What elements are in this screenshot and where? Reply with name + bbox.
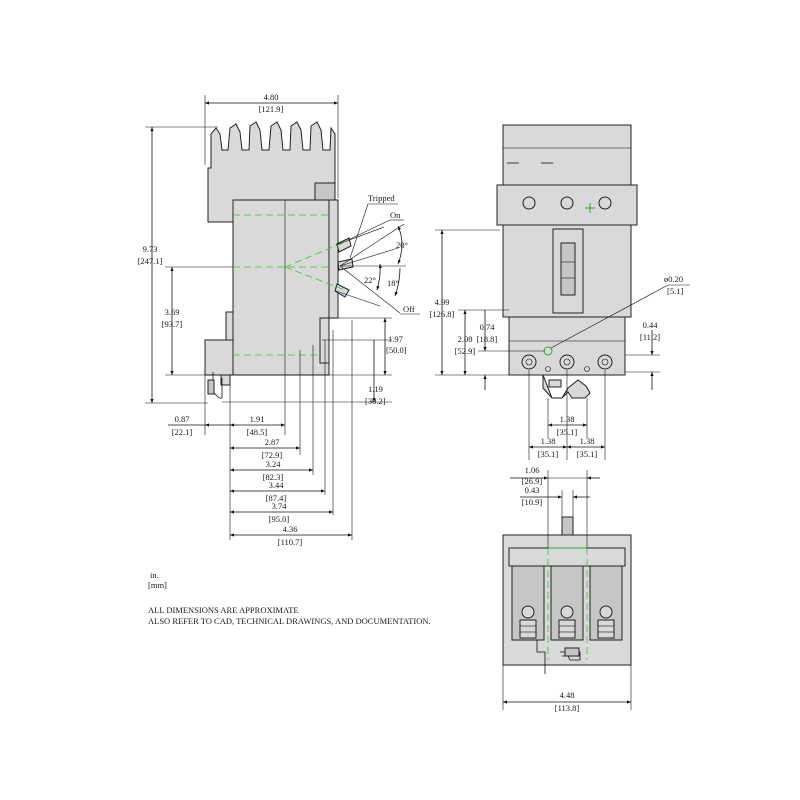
hole-dia-in: ø0.20: [664, 274, 683, 284]
dim-044-mm: [11.2]: [640, 332, 660, 342]
dim-074-in: 0.74: [480, 322, 496, 332]
bottom-handle-stub: [561, 516, 574, 536]
dim-208-in: 2.08: [458, 334, 473, 344]
dim-374-mm: [95.0]: [269, 514, 290, 524]
handle-on: [336, 237, 352, 253]
dim-344-in: 3.44: [269, 480, 285, 490]
side-main-body: [232, 199, 330, 376]
mounting-foot: [542, 374, 591, 399]
dim-287-mm: [72.9]: [262, 450, 283, 460]
dim-043-mm: [10.9]: [522, 497, 543, 507]
dim-119-in: 1.19: [368, 384, 383, 394]
dim-197-in: 1.97: [388, 334, 403, 344]
dim-074-mm: [18.8]: [477, 334, 498, 344]
legend-mm: [mm]: [148, 580, 167, 590]
bottom-view: 1.06 [26.9] 0.43 [10.9] 4.48 [113.8]: [502, 465, 632, 713]
dim-044-in: 0.44: [643, 320, 659, 330]
dim-480-in: 4.80: [264, 92, 279, 102]
pitch-left-mm: [35.1]: [538, 449, 559, 459]
pitch-right-mm: [35.1]: [577, 449, 598, 459]
side-base: [204, 339, 234, 376]
dim-480-mm: [121.9]: [259, 104, 284, 114]
angle-20: 20°: [396, 240, 408, 250]
bottom-screw-3: [597, 354, 613, 370]
note-line-2: ALSO REFER TO CAD, TECHNICAL DRAWINGS, A…: [148, 616, 431, 626]
label-off: Off: [403, 304, 415, 314]
dim-448-mm: [113.8]: [555, 703, 580, 713]
dim-448-in: 4.48: [560, 690, 575, 700]
pitch-center-mm: [35.1]: [557, 427, 578, 437]
side-handle-block: [328, 199, 339, 319]
label-on: On: [390, 210, 401, 220]
legend-in: in.: [150, 570, 159, 580]
dim-324-mm: [82.3]: [263, 472, 284, 482]
dim-197-mm: [50.0]: [386, 345, 407, 355]
dim-369-in: 3.69: [165, 307, 180, 317]
note-line-1: ALL DIMENSIONS ARE APPROXIMATE: [148, 605, 299, 615]
dim-973-mm: [247.1]: [138, 256, 163, 266]
dim-374-in: 3.74: [272, 501, 288, 511]
top-screw-2: [560, 196, 574, 210]
bottom-screw-2: [559, 354, 575, 370]
dim-436-in: 4.36: [283, 524, 298, 534]
dim-106-in: 1.06: [525, 465, 540, 475]
dim-043-in: 0.43: [525, 485, 540, 495]
front-terminal-band: [496, 184, 638, 226]
notes: ALL DIMENSIONS ARE APPROXIMATE ALSO REFE…: [148, 605, 431, 626]
side-view: Tripped On Off 20° 22° 18° 4.80 [121.9] …: [138, 92, 420, 547]
bottom-terminal-1: [519, 605, 537, 639]
dim-499-in: 4.99: [435, 297, 450, 307]
hole-dia-mm: [5.1]: [667, 286, 683, 296]
bottom-screw-1: [521, 354, 537, 370]
dim-369-mm: [93.7]: [162, 319, 183, 329]
dim-287-in: 2.87: [265, 437, 280, 447]
angle-18: 18°: [387, 278, 399, 288]
side-front-cover: [314, 182, 336, 201]
dim-208-mm: [52.9]: [455, 346, 476, 356]
label-tripped: Tripped: [368, 193, 395, 203]
front-view: 4.99 [126.8] 2.08 [52.9] 0.74 [18.8] ø0.…: [430, 124, 690, 460]
top-screw-3: [598, 196, 612, 210]
pitch-left-in: 1.38: [541, 436, 556, 446]
front-handle: [560, 242, 576, 296]
dim-119-mm: [30.2]: [365, 396, 386, 406]
dim-106-mm: [26.9]: [522, 476, 543, 486]
dim-087-in: 0.87: [175, 414, 190, 424]
bottom-terminal-3: [597, 605, 615, 639]
front-top-cover: [502, 124, 632, 186]
units-legend: in. [mm]: [148, 570, 167, 590]
dim-191-in: 1.91: [250, 414, 265, 424]
pitch-center-in: 1.38: [560, 414, 575, 424]
dim-344-mm: [87.4]: [266, 493, 287, 503]
angle-22: 22°: [364, 275, 376, 285]
dim-436-mm: [110.7]: [278, 537, 303, 547]
dim-973-in: 9.73: [143, 244, 158, 254]
top-screw-1: [522, 196, 536, 210]
dim-087-mm: [22.1]: [172, 427, 193, 437]
pitch-right-in: 1.38: [580, 436, 595, 446]
dim-499-mm: [126.8]: [430, 309, 455, 319]
dim-324-in: 3.24: [266, 459, 282, 469]
dim-191-mm: [48.5]: [247, 427, 268, 437]
bottom-terminal-2: [558, 605, 576, 639]
